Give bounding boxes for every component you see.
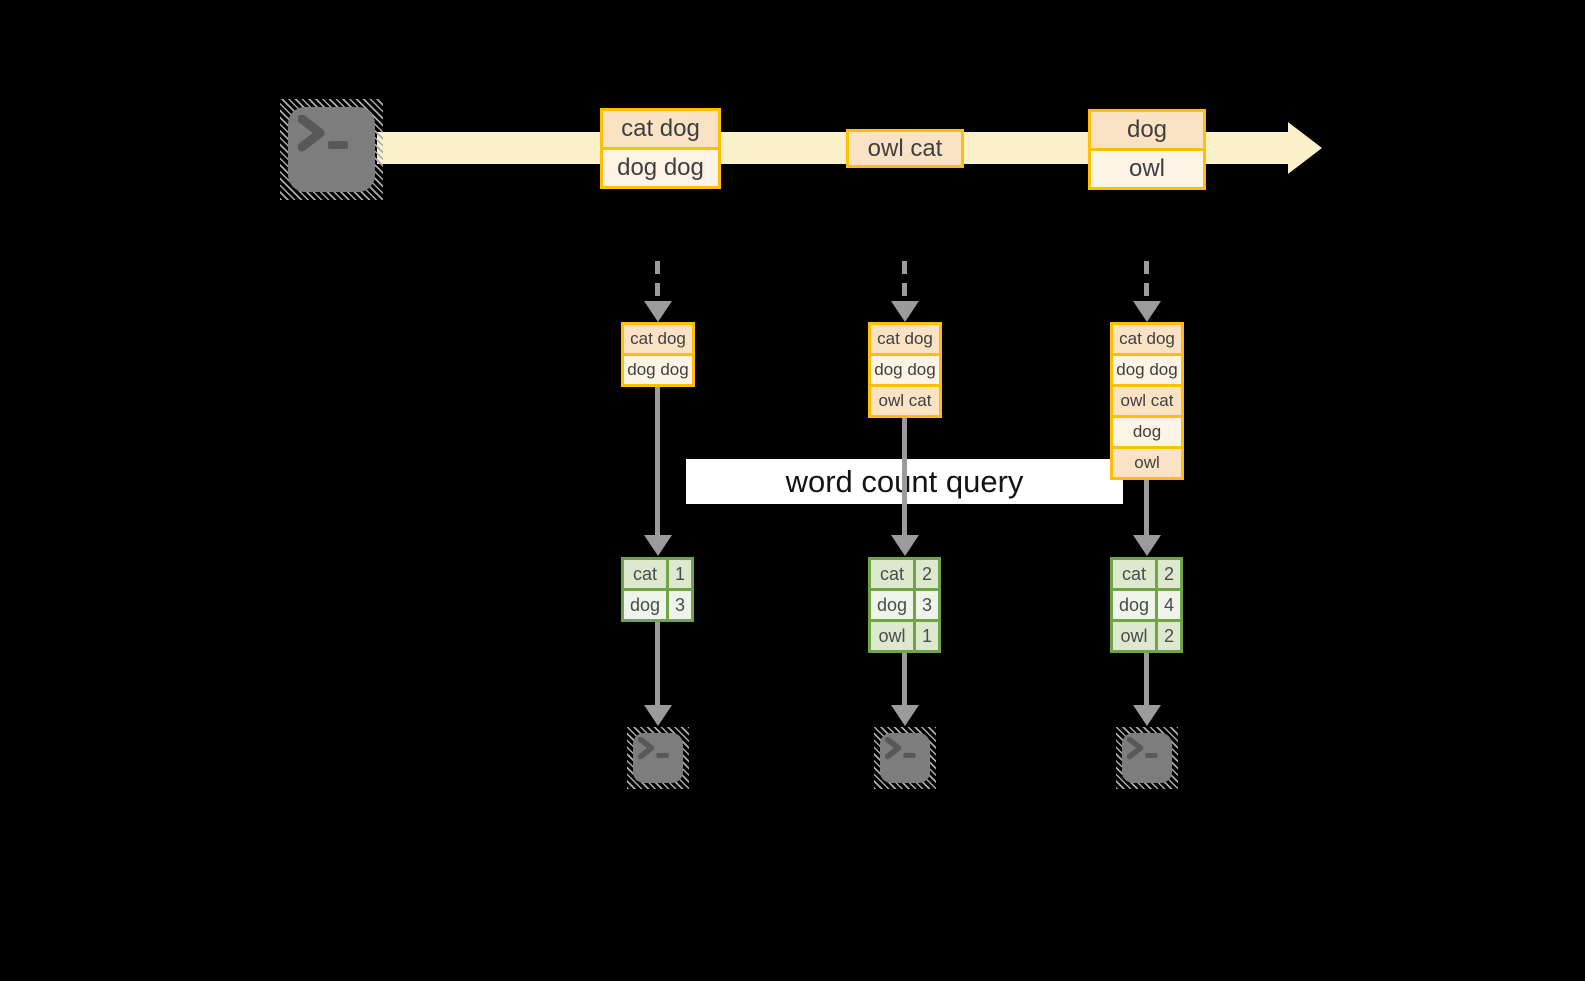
- stream-batch-2: owl cat: [846, 129, 964, 168]
- arrow-line: [1144, 652, 1149, 706]
- word-cell: owl: [1113, 622, 1155, 650]
- table-row: dog 4: [1113, 591, 1180, 619]
- state-record: cat dog: [871, 325, 939, 353]
- count-cell: 3: [916, 591, 938, 619]
- table-row: cat 1: [624, 560, 691, 588]
- table-row: owl 2: [1113, 622, 1180, 650]
- word-cell: dog: [871, 591, 913, 619]
- arrowhead-icon: [1133, 705, 1161, 726]
- dashed-arrow-line: [655, 261, 660, 302]
- terminal-icon: [1116, 727, 1178, 789]
- terminal-icon: [874, 727, 936, 789]
- arrowhead-icon: [1133, 535, 1161, 556]
- state-record: dog dog: [624, 356, 692, 384]
- batch-record: dog: [1091, 112, 1203, 148]
- word-cell: cat: [624, 560, 666, 588]
- arrow-line: [655, 385, 660, 537]
- state-record: cat dog: [624, 325, 692, 353]
- batch-record: dog dog: [603, 150, 718, 186]
- batch-record: cat dog: [603, 111, 718, 147]
- count-cell: 1: [669, 560, 691, 588]
- table-row: dog 3: [624, 591, 691, 619]
- terminal-prompt-glyph: [638, 737, 669, 760]
- count-cell: 3: [669, 591, 691, 619]
- arrowhead-icon: [1133, 301, 1161, 322]
- count-table-2: cat 2 dog 3 owl 1: [868, 557, 941, 653]
- stream-batch-3: dog owl: [1088, 109, 1206, 190]
- arrowhead-icon: [891, 301, 919, 322]
- state-box-1: cat dog dog dog: [621, 322, 695, 387]
- state-record: dog dog: [871, 356, 939, 384]
- word-cell: dog: [624, 591, 666, 619]
- arrowhead-icon: [644, 301, 672, 322]
- count-table-1: cat 1 dog 3: [621, 557, 694, 622]
- count-cell: 1: [916, 622, 938, 650]
- state-record: dog dog: [1113, 356, 1181, 384]
- stream-arrowhead-icon: [1288, 122, 1322, 174]
- state-record: cat dog: [1113, 325, 1181, 353]
- word-cell: owl: [871, 622, 913, 650]
- state-record: owl cat: [871, 387, 939, 415]
- dashed-arrow-line: [902, 261, 907, 302]
- state-box-3: cat dog dog dog owl cat dog owl: [1110, 322, 1184, 480]
- dashed-arrow-line: [1144, 261, 1149, 302]
- table-row: dog 3: [871, 591, 938, 619]
- arrow-line: [902, 416, 907, 537]
- state-record: dog: [1113, 418, 1181, 446]
- count-cell: 2: [1158, 622, 1180, 650]
- terminal-prompt-glyph: [885, 737, 916, 760]
- word-cell: cat: [871, 560, 913, 588]
- arrowhead-icon: [644, 705, 672, 726]
- table-row: cat 2: [871, 560, 938, 588]
- terminal-icon: [627, 727, 689, 789]
- state-box-2: cat dog dog dog owl cat: [868, 322, 942, 418]
- state-record: owl cat: [1113, 387, 1181, 415]
- count-cell: 2: [916, 560, 938, 588]
- count-cell: 2: [1158, 560, 1180, 588]
- count-table-3: cat 2 dog 4 owl 2: [1110, 557, 1183, 653]
- table-row: cat 2: [1113, 560, 1180, 588]
- arrow-line: [1144, 478, 1149, 537]
- arrowhead-icon: [891, 535, 919, 556]
- arrow-line: [902, 652, 907, 706]
- terminal-icon: [280, 99, 383, 200]
- stream-batch-1: cat dog dog dog: [600, 108, 721, 189]
- arrow-line: [655, 622, 660, 706]
- terminal-prompt-glyph: [298, 115, 348, 152]
- batch-record: owl: [1091, 151, 1203, 187]
- arrowhead-icon: [891, 705, 919, 726]
- count-cell: 4: [1158, 591, 1180, 619]
- word-cell: dog: [1113, 591, 1155, 619]
- batch-record: owl cat: [849, 132, 961, 165]
- state-record: owl: [1113, 449, 1181, 477]
- word-cell: cat: [1113, 560, 1155, 588]
- arrowhead-icon: [644, 535, 672, 556]
- table-row: owl 1: [871, 622, 938, 650]
- terminal-prompt-glyph: [1127, 737, 1158, 760]
